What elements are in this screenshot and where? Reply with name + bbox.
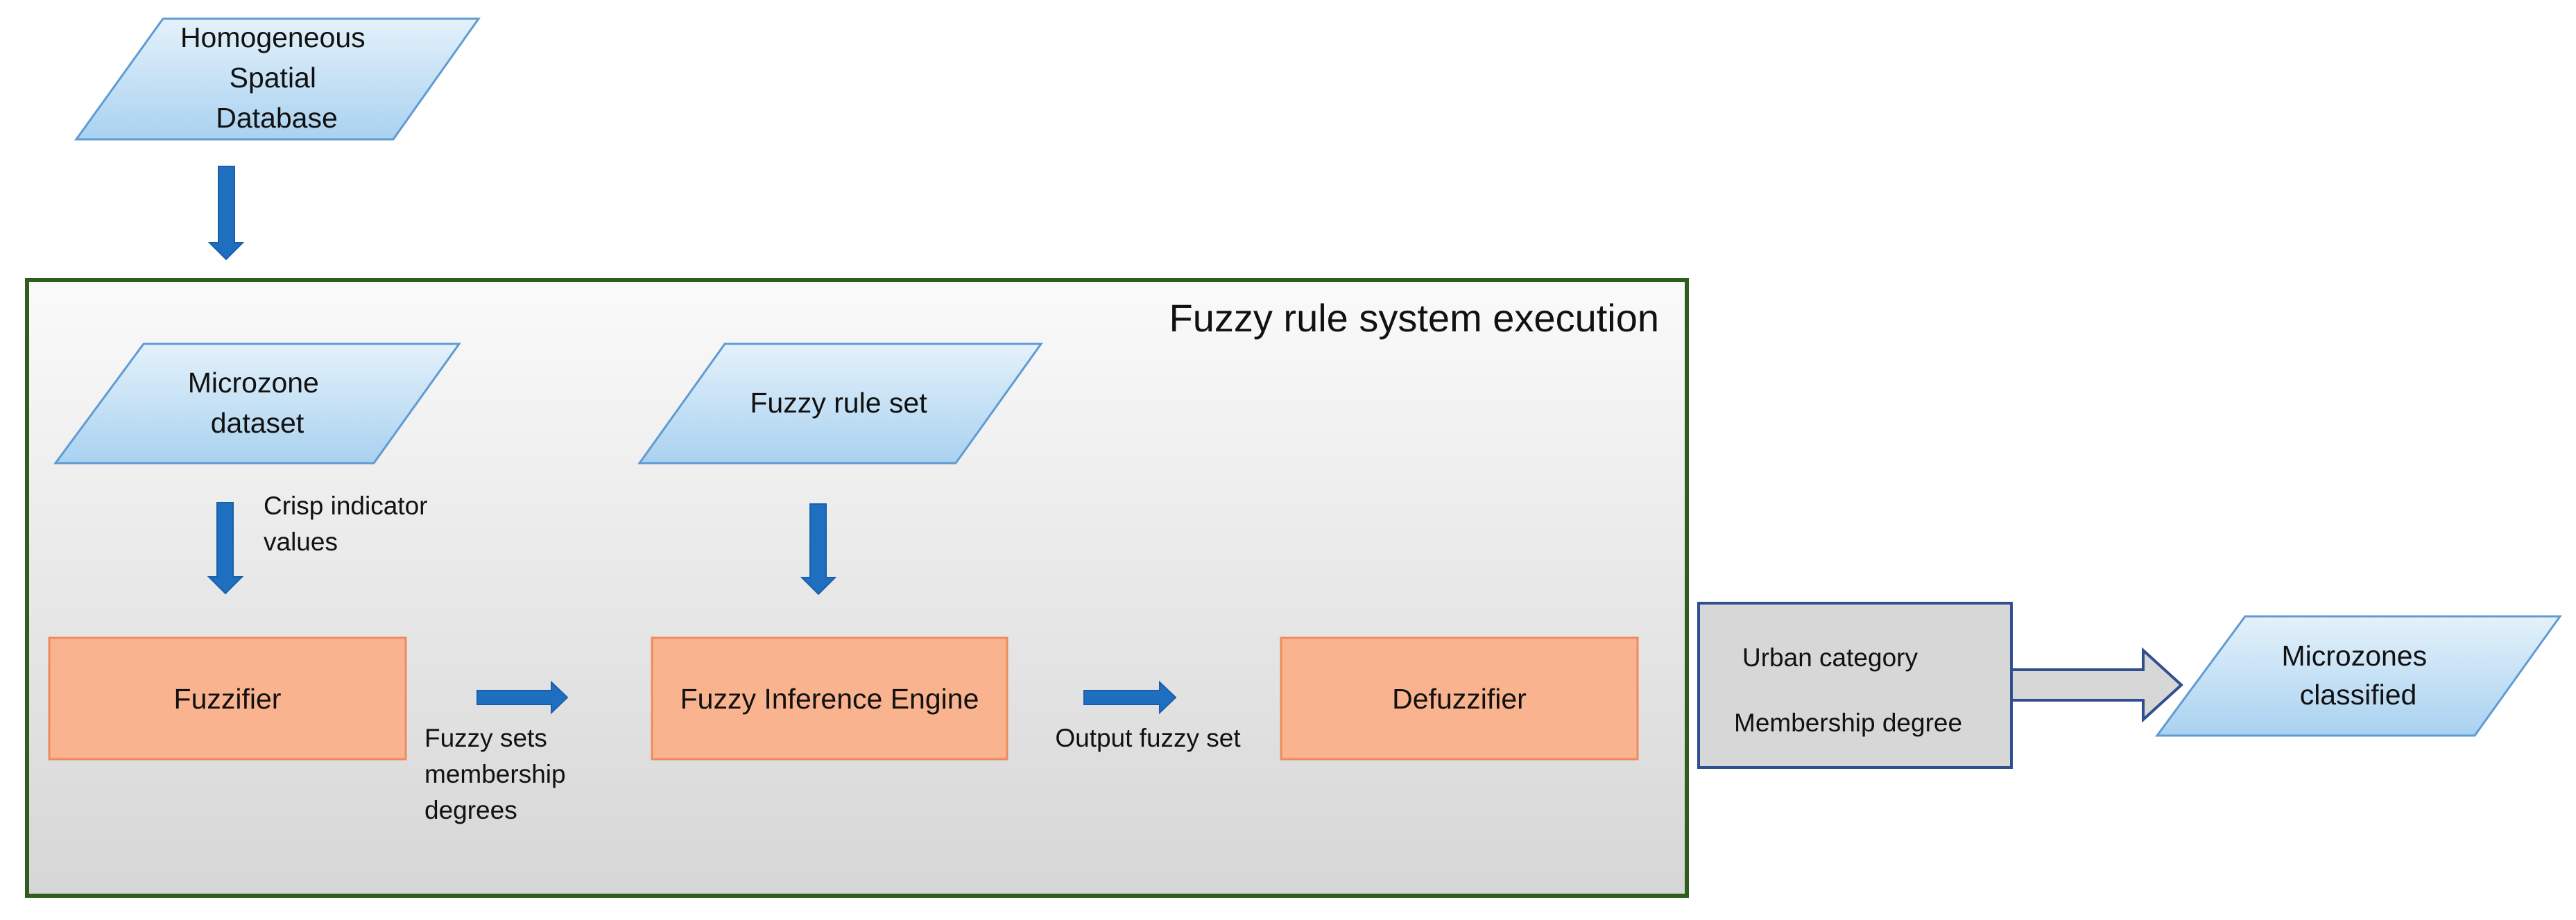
crisp-values-label: Crisp indicator values xyxy=(264,492,435,556)
inference-engine-label: Fuzzy Inference Engine xyxy=(680,683,979,715)
crisp-values-line-1: Crisp indicator xyxy=(264,492,427,520)
fuzzy-rule-set-shape xyxy=(637,342,1043,465)
microzones-classified-label: Microzones classified xyxy=(2281,640,2435,711)
microzones-classified-line-1: Microzones xyxy=(2281,640,2427,672)
fuzzy-rule-set-label: Fuzzy rule set xyxy=(750,387,927,419)
fuzzifier-box xyxy=(48,636,407,761)
defuzzifier-box xyxy=(1280,636,1639,761)
fuzzify-right-arrow xyxy=(476,680,569,715)
spatial-database-line-1: Homogeneous xyxy=(180,21,366,53)
microzones-classified-shape xyxy=(2155,615,2562,737)
fuzzy-sets-line-2: membership xyxy=(424,760,566,788)
fuzzy-sets-line-1: Fuzzy sets xyxy=(424,724,547,752)
spatial-database-line-2: Spatial xyxy=(230,62,316,94)
result-box xyxy=(1697,602,2013,769)
crisp-values-line-2: values xyxy=(264,528,338,556)
microzone-dataset-line-2: dataset xyxy=(211,407,304,439)
fuzzifier-label: Fuzzifier xyxy=(174,683,282,715)
microzone-dataset-line-1: Microzone xyxy=(188,367,319,399)
frame-title: Fuzzy rule system execution xyxy=(1169,296,1659,340)
microzones-classified-line-2: classified xyxy=(2300,679,2417,711)
defuzzifier-label: Defuzzifier xyxy=(1392,683,1527,715)
inference-right-arrow xyxy=(1083,680,1177,715)
spatial-database-label: Homogeneous Spatial Database xyxy=(180,21,373,134)
result-right-arrow xyxy=(2010,647,2183,723)
spatial-database-shape xyxy=(74,17,481,141)
fuzzy-sets-line-3: degrees xyxy=(424,796,517,824)
spatial-database-line-3: Database xyxy=(216,102,338,134)
fuzzy-sets-label: Fuzzy sets membership degrees xyxy=(424,724,573,824)
microzone-dataset-shape xyxy=(53,342,461,465)
inference-engine-box xyxy=(651,636,1008,761)
membership-degree-label: Membership degree xyxy=(1734,709,1962,737)
database-down-arrow xyxy=(207,166,245,261)
crisp-values-down-arrow xyxy=(207,502,244,595)
microzone-dataset-label: Microzone dataset xyxy=(188,367,327,439)
output-fuzzy-set-label: Output fuzzy set xyxy=(1055,724,1241,752)
urban-category-label: Urban category xyxy=(1742,643,1918,672)
rule-set-down-arrow xyxy=(800,503,837,596)
